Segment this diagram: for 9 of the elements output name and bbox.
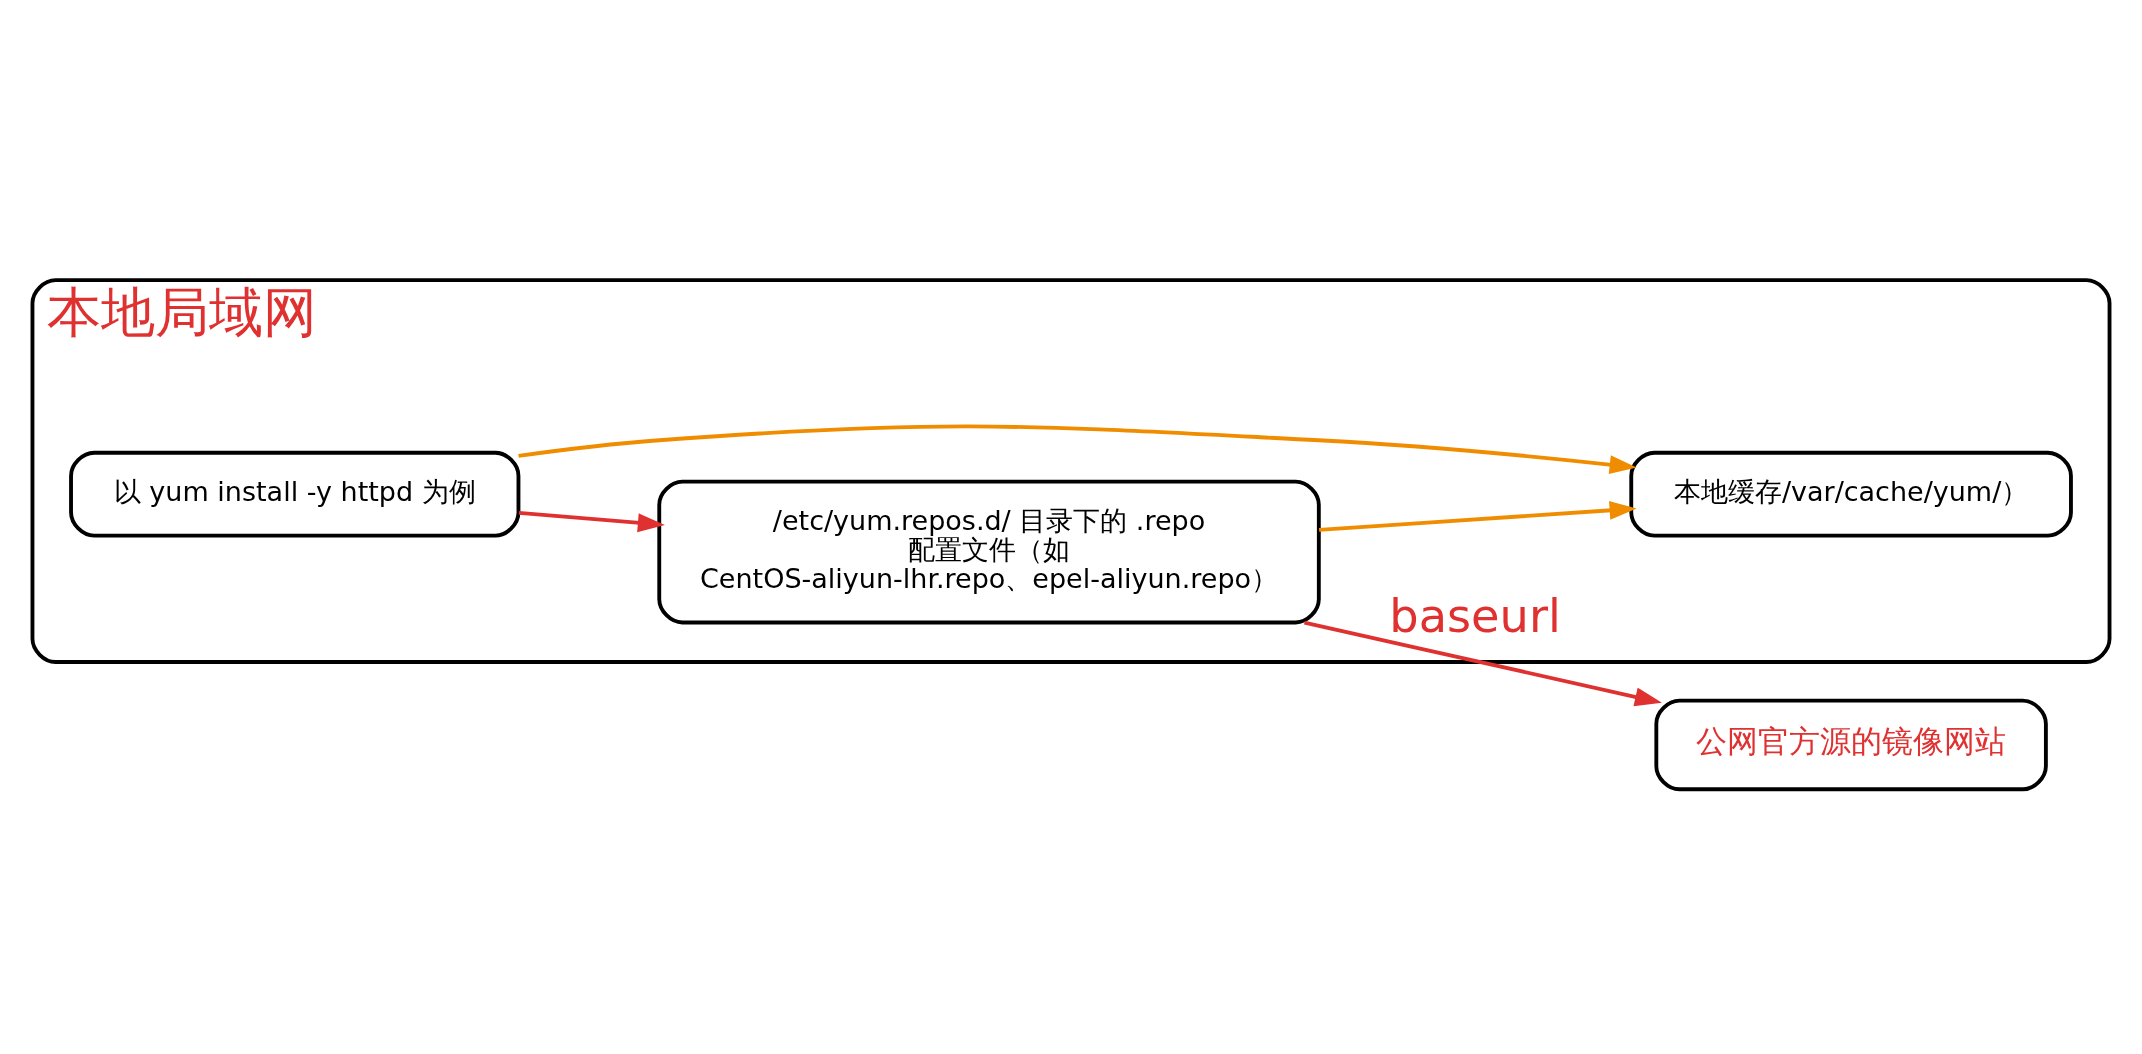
- node-box: 本地缓存/var/cache/yum/）: [1629, 450, 2073, 538]
- node-box: 公网官方源的镜像网站: [1654, 698, 2048, 792]
- arrow: [1318, 500, 1637, 532]
- node-box: /etc/yum.repos.d/ 目录下的 .repo 配置文件（如 CentOS-aliyun-lhr.repo、epel-aliyun.repo）: [657, 479, 1321, 625]
- arrow: [518, 424, 1637, 475]
- edge-label: baseurl: [1389, 588, 1561, 643]
- node-box: 以 yum install -y httpd 为例: [69, 450, 521, 538]
- arrow: [1304, 620, 1662, 707]
- arrow: [518, 510, 665, 533]
